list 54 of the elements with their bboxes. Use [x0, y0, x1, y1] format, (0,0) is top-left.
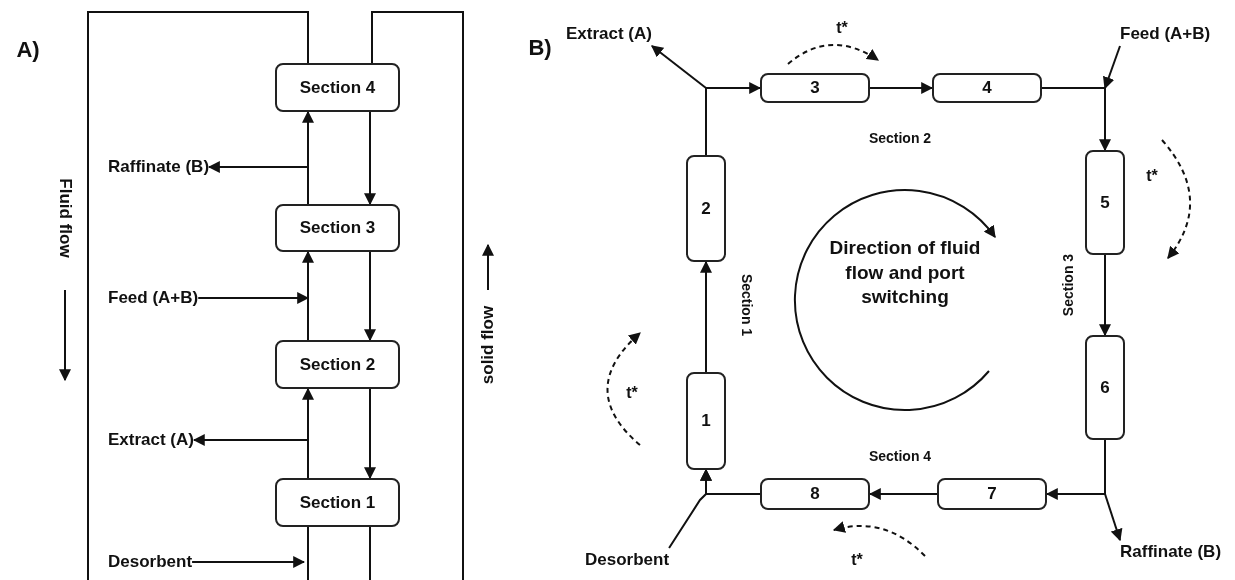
arrow: [868, 488, 938, 500]
arrow: [197, 292, 310, 304]
arrow: [364, 111, 376, 206]
arrow: [1045, 439, 1106, 500]
arrow: [364, 251, 376, 342]
text-label: t*: [1146, 167, 1158, 185]
column-box: 4: [932, 73, 1042, 103]
text-label: t*: [836, 19, 848, 37]
text-label: t*: [851, 551, 863, 569]
stream-label: Desorbent: [585, 548, 670, 572]
column-box: 8: [760, 478, 870, 510]
stream-label: Desorbent: [108, 550, 193, 574]
text-label: Direction of fluid flow and port switching: [828, 235, 982, 310]
arrow: [192, 434, 309, 446]
arrow: [1041, 87, 1111, 152]
stream-label: Extract (A): [566, 22, 652, 46]
column-box: 5: [1085, 150, 1125, 255]
text-label: t*: [626, 384, 638, 402]
arrow: [700, 260, 712, 373]
column-box: 2: [686, 155, 726, 262]
arrow: [302, 250, 314, 341]
arrow: [705, 82, 762, 156]
arrow: [364, 388, 376, 480]
vertical-label: Fluid flow: [55, 178, 75, 258]
stream-label: Raffinate (B): [108, 155, 210, 179]
arrow: [1099, 254, 1111, 337]
section-box: Section 4: [275, 63, 400, 112]
text-label: Section 4: [868, 448, 932, 464]
vertical-label: Section 3: [1060, 253, 1076, 317]
vertical-label: Section 1: [739, 273, 755, 337]
arrow: [1104, 493, 1123, 542]
section-box: Section 2: [275, 340, 400, 389]
arrow: [191, 556, 306, 568]
section-box: Section 3: [275, 204, 400, 252]
section-box: Section 1: [275, 478, 400, 527]
text-label: A): [16, 37, 40, 63]
arrow: [668, 468, 712, 549]
vertical-label: solid flow: [478, 305, 498, 385]
text-label: B): [528, 35, 552, 61]
arrow: [302, 387, 314, 479]
arrow: [1103, 45, 1121, 90]
arrow: [650, 45, 707, 89]
text-label: Section 2: [868, 130, 932, 146]
arrow: [207, 161, 309, 173]
stream-label: Extract (A): [108, 428, 194, 452]
stream-label: Raffinate (B): [1120, 540, 1222, 564]
column-box: 1: [686, 372, 726, 470]
arrow: [302, 110, 314, 205]
column-box: 6: [1085, 335, 1125, 440]
column-box: 7: [937, 478, 1047, 510]
arrow: [869, 82, 934, 94]
stream-label: Feed (A+B): [1120, 22, 1211, 46]
stream-label: Feed (A+B): [108, 286, 199, 310]
column-box: 3: [760, 73, 870, 103]
